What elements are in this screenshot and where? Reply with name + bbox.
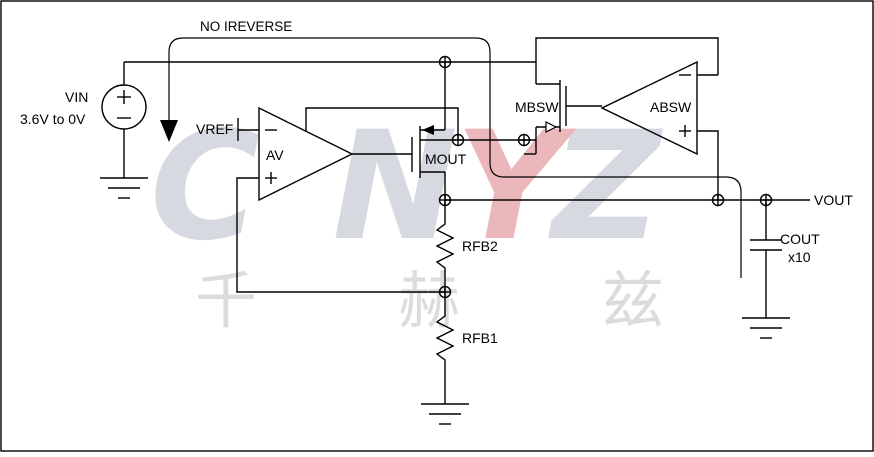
- vout-label: VOUT: [814, 192, 853, 208]
- watermark-cjk-1: 千: [195, 264, 257, 337]
- junction-node: [438, 193, 452, 207]
- junction-node: [451, 133, 465, 147]
- rfb1-label: RFB1: [462, 330, 498, 346]
- junction-markers: [438, 55, 773, 299]
- watermark-cnyz: C N: [150, 100, 468, 274]
- rfb-ground: [421, 403, 469, 425]
- vin-label: VIN: [65, 89, 88, 105]
- watermark: C N Z Y 千 赫 兹: [150, 100, 664, 337]
- watermark-cjk-2: 赫: [398, 264, 460, 337]
- cout-label: COUT: [780, 231, 820, 247]
- rfb2-label: RFB2: [462, 238, 498, 254]
- mbsw-transistor: [524, 62, 602, 155]
- mout-label: MOUT: [425, 151, 467, 167]
- rfb1-resistor: [435, 292, 455, 404]
- vref-label: VREF: [196, 121, 233, 137]
- no-reverse-current-path: [160, 37, 742, 278]
- cout-count-label: x10: [788, 249, 811, 265]
- cout-capacitor: [742, 200, 790, 339]
- vin-range-label: 3.6V to 0V: [20, 111, 86, 127]
- junction-node: [517, 133, 531, 147]
- av-label: AV: [266, 147, 284, 163]
- watermark-y: Y: [455, 100, 577, 274]
- reverse-arrow-head: [160, 120, 178, 142]
- no-reverse-label: NO IREVERSE: [200, 19, 292, 34]
- rfb2-resistor: [435, 200, 455, 292]
- junction-node: [438, 55, 452, 69]
- vin-source: [100, 62, 148, 199]
- junction-node: [711, 193, 725, 207]
- watermark-cjk-3: 兹: [602, 264, 664, 337]
- junction-node: [759, 193, 773, 207]
- absw-opamp: [600, 58, 719, 200]
- mbsw-label: MBSW: [515, 99, 559, 115]
- absw-label: ABSW: [650, 99, 692, 115]
- watermark-z: Z: [548, 100, 664, 274]
- junction-node: [438, 285, 452, 299]
